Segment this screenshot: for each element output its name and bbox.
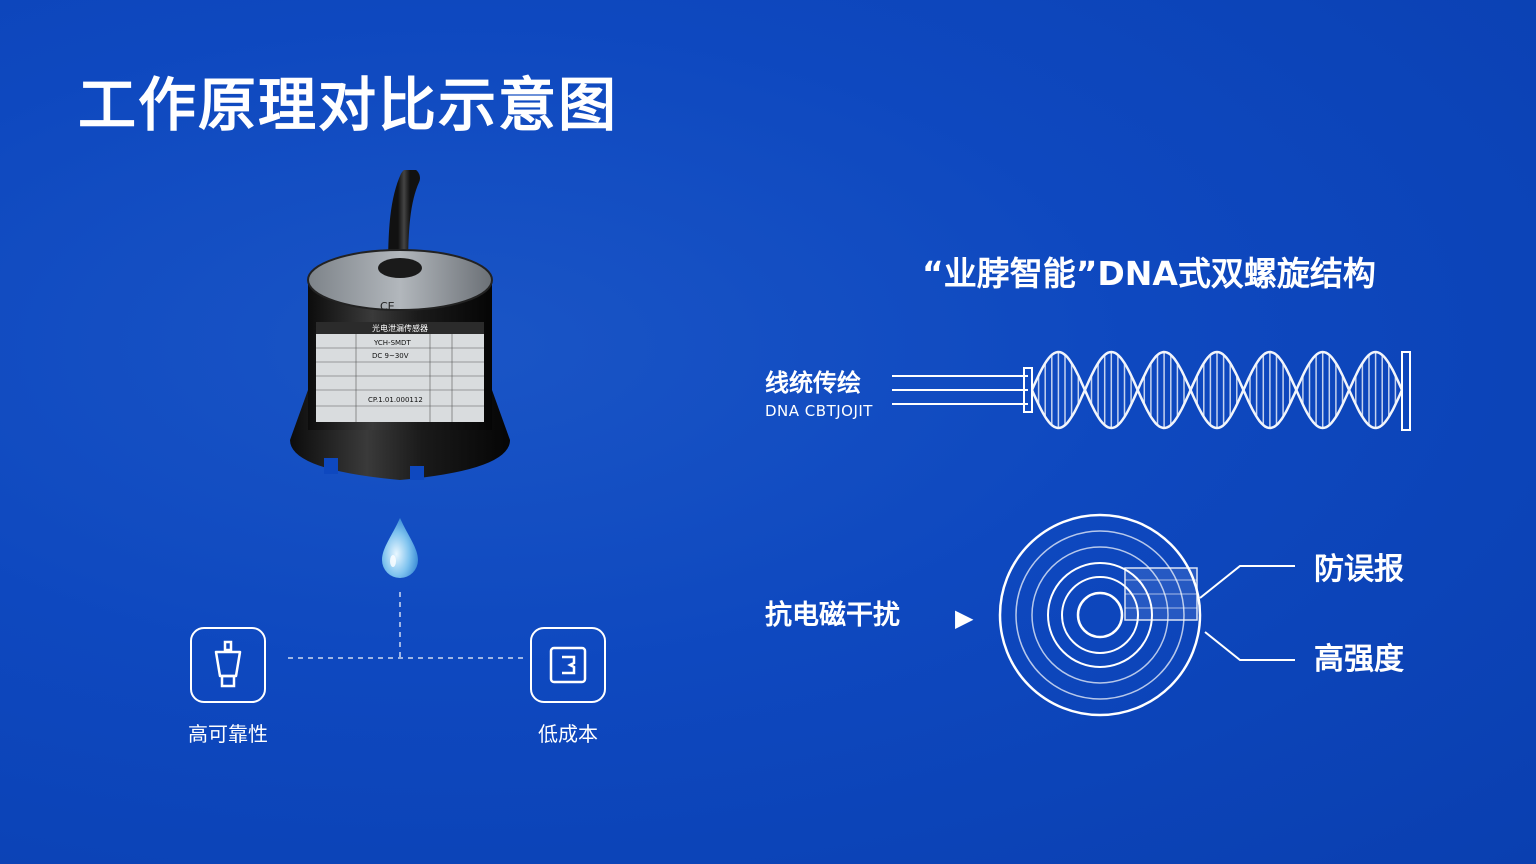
dna-heading: “业脖智能”DNA式双螺旋结构 <box>922 254 1376 293</box>
svg-text:CP.1.01.000112: CP.1.01.000112 <box>368 396 423 404</box>
feature-cost-label: 低成本 <box>538 722 598 746</box>
dna-label: 线统传绘 <box>765 369 861 397</box>
sensor-illustration: CE 光电泄漏传感器 YCH-SMDT DC 9~30V CP.1.01.000… <box>290 170 510 480</box>
ce-mark: CE <box>380 300 395 313</box>
page-title: 工作原理对比示意图 <box>78 71 619 139</box>
feature-cost-box <box>530 627 606 703</box>
svg-text:YCH-SMDT: YCH-SMDT <box>373 339 411 347</box>
callout-high-strength: 高强度 <box>1314 642 1404 677</box>
connector-lines <box>288 592 528 659</box>
water-drop-icon <box>382 518 418 578</box>
coil-cross-section-diagram <box>998 513 1295 717</box>
dna-sublabel: DNA CBTJOJIT <box>765 402 873 420</box>
dna-helix-diagram <box>892 350 1411 431</box>
callout-false-alarm: 防误报 <box>1314 552 1404 587</box>
connector-icon <box>214 640 242 688</box>
chip-icon <box>549 646 587 684</box>
feature-reliability-box <box>190 627 266 703</box>
svg-text:DC 9~30V: DC 9~30V <box>372 352 409 360</box>
feature-reliability-label: 高可靠性 <box>188 722 268 746</box>
sensor-label-title: 光电泄漏传感器 <box>372 323 428 333</box>
emi-label: 抗电磁干扰 <box>765 600 900 631</box>
play-arrow-icon: ▶ <box>955 604 974 632</box>
